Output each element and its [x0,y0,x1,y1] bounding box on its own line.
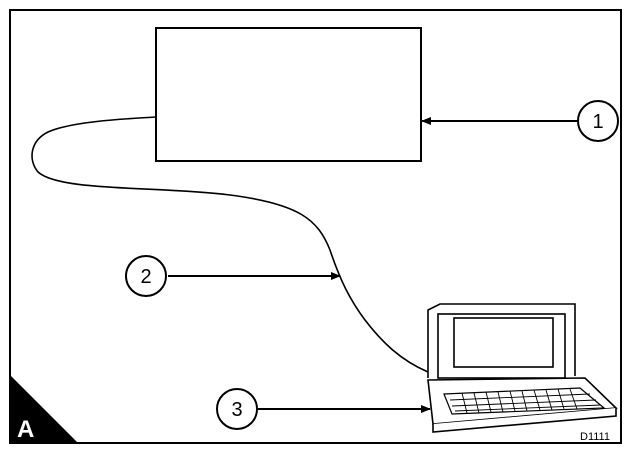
callout-2-circle [125,255,167,297]
figure-letter: A [17,416,34,443]
callout-1: 1 [421,100,619,142]
figure-border [9,9,622,444]
callout-2-number: 2 [140,266,151,288]
laptop-icon [427,303,618,433]
cable [31,116,429,373]
callout-2: 2 [125,255,341,297]
callout-3-circle [216,388,258,430]
control-unit-box [155,27,422,162]
callout-1-number: 1 [592,111,603,133]
figure-reference-code: D1111 [580,431,610,443]
figure-letter-tab [10,375,78,443]
callout-3-number: 3 [231,399,242,421]
callout-3: 3 [216,388,431,430]
callout-1-circle [577,100,619,142]
